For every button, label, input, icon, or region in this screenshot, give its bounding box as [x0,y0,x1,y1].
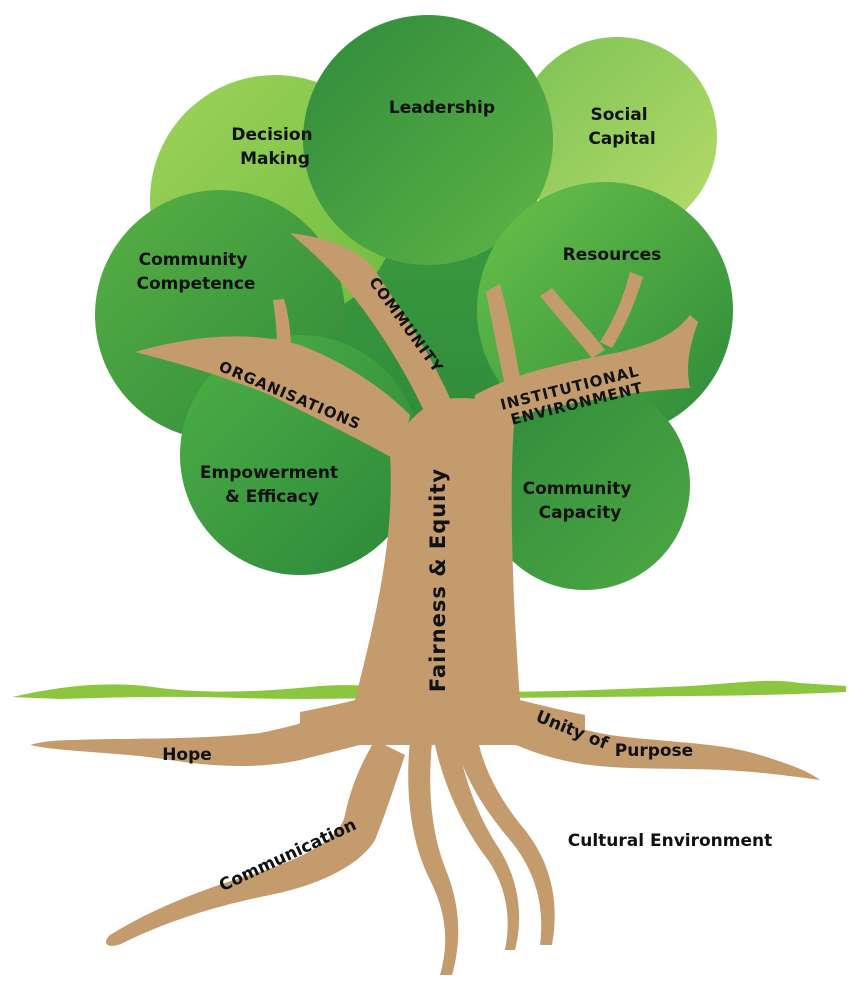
label-cultural-environment: Cultural Environment [568,831,773,851]
branch-institutional-twig-mid [540,288,605,358]
circle-social-capital [517,37,717,237]
branch-institutional-twig-left [486,284,520,385]
root-unity-purpose [495,700,820,780]
trunk [300,398,585,760]
label-decision-making: Decision Making [231,125,318,169]
label-trunk-fairness-equity: Fairness & Equity [426,468,450,692]
branch-organisations [135,336,410,462]
root-center-right [455,740,555,945]
branch-organisations-twig [273,299,291,360]
circle-community-capacity [480,380,690,590]
label-resources: Resources [563,245,662,265]
tree-bark [30,233,820,975]
label-social-capital: Social Capital [588,105,655,149]
root-communication [105,740,405,946]
label-leadership: Leadership [389,98,495,118]
branch-institutional-twig-right [600,272,643,348]
label-root-purpose: Purpose [615,741,693,761]
branch-community [290,233,455,430]
branch-institutional [470,315,698,445]
label-root-hope: Hope [162,745,212,765]
crown-labels: Decision Making Leadership Social Capita… [137,98,662,523]
circle-leadership [303,15,553,265]
label-community-capacity: Community Capacity [523,479,638,523]
label-community-competence: Community Competence [137,250,256,294]
root-center-left [408,740,459,975]
root-hope [30,700,380,766]
root-center-mid [435,745,520,950]
label-empowerment-efficacy: Empowerment & Efficacy [200,463,344,507]
